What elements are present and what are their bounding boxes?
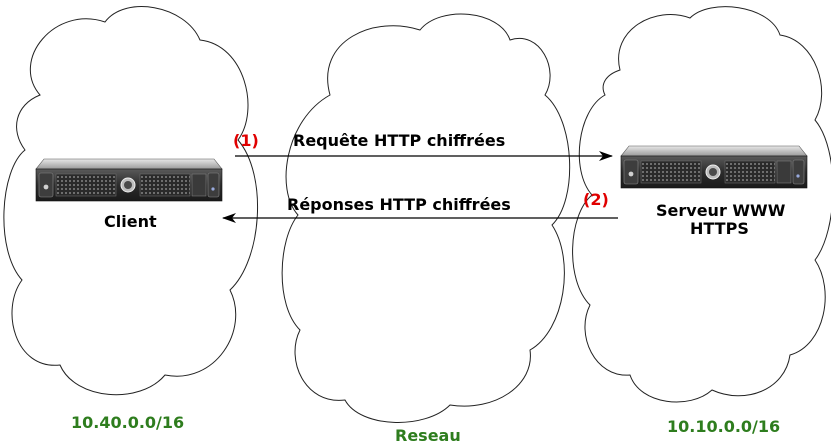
client-network-label: 10.40.0.0/16 [71,413,184,432]
request-label: Requête HTTP chiffrées [293,131,505,150]
server-label-line1: Serveur WWW [656,201,786,220]
server-label-line2: HTTPS [690,219,749,238]
web-server-icon [620,145,808,189]
response-label: Réponses HTTP chiffrées [287,195,511,214]
network-label: Reseau [395,426,461,445]
client-server-icon [35,158,223,202]
server-network-label: 10.10.0.0/16 [667,417,780,436]
server-network-cloud [572,6,831,403]
request-step-label: (1) [233,131,259,150]
response-step-label: (2) [583,190,609,209]
client-label: Client [104,212,157,231]
